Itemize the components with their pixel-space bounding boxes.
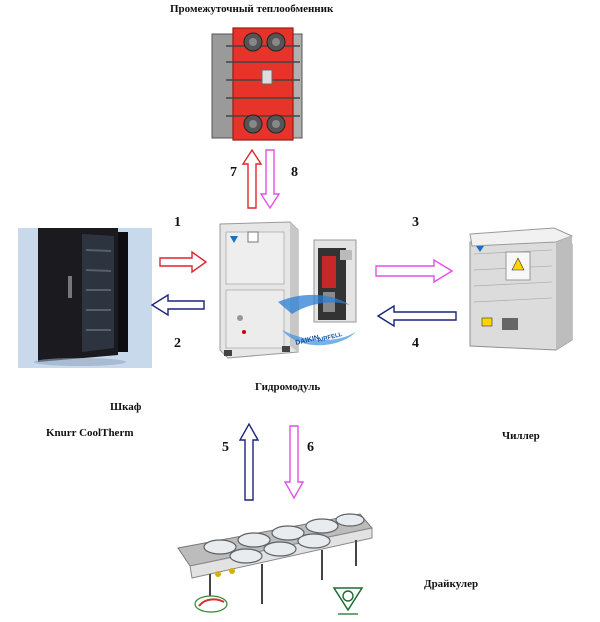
- flow-number-1: 1: [174, 215, 181, 230]
- arrow-flow-8: [259, 149, 281, 210]
- daikin-airfell-logo: DAIKIN AIRFELL: [278, 294, 356, 347]
- flow-number-5: 5: [222, 440, 229, 455]
- arrow-flow-7: [241, 148, 263, 209]
- arrow-flow-3: [375, 258, 454, 284]
- certification-mark-left: [194, 595, 228, 613]
- drycooler-image: [177, 513, 373, 604]
- flow-number-4: 4: [412, 336, 419, 351]
- chiller-image: [469, 227, 574, 351]
- flow-number-8: 8: [291, 165, 298, 180]
- cabinet-brand-label: Knurr CoolTherm: [46, 427, 134, 439]
- flow-number-2: 2: [174, 336, 181, 351]
- chiller-label: Чиллер: [502, 430, 540, 442]
- arrow-flow-6: [283, 425, 305, 500]
- drycooler-label: Драйкулер: [424, 578, 479, 590]
- certification-mark-right: [332, 587, 364, 615]
- arrow-flow-5: [238, 422, 260, 501]
- arrow-flow-4: [376, 304, 457, 328]
- heat-exchanger-image: [211, 27, 303, 141]
- hydromodule-image: [219, 221, 299, 359]
- pump-unit-image: [313, 239, 357, 323]
- cabinet-image: [10, 226, 152, 370]
- arrow-flow-1: [159, 250, 208, 274]
- arrow-flow-2: [150, 293, 205, 317]
- flow-number-7: 7: [230, 165, 237, 180]
- heat-exchanger-label: Промежуточный теплообменник: [170, 3, 334, 15]
- cabinet-label: Шкаф: [110, 401, 142, 413]
- flow-number-3: 3: [412, 215, 419, 230]
- flow-number-6: 6: [307, 440, 314, 455]
- hydromodule-label: Гидромодуль: [255, 381, 321, 393]
